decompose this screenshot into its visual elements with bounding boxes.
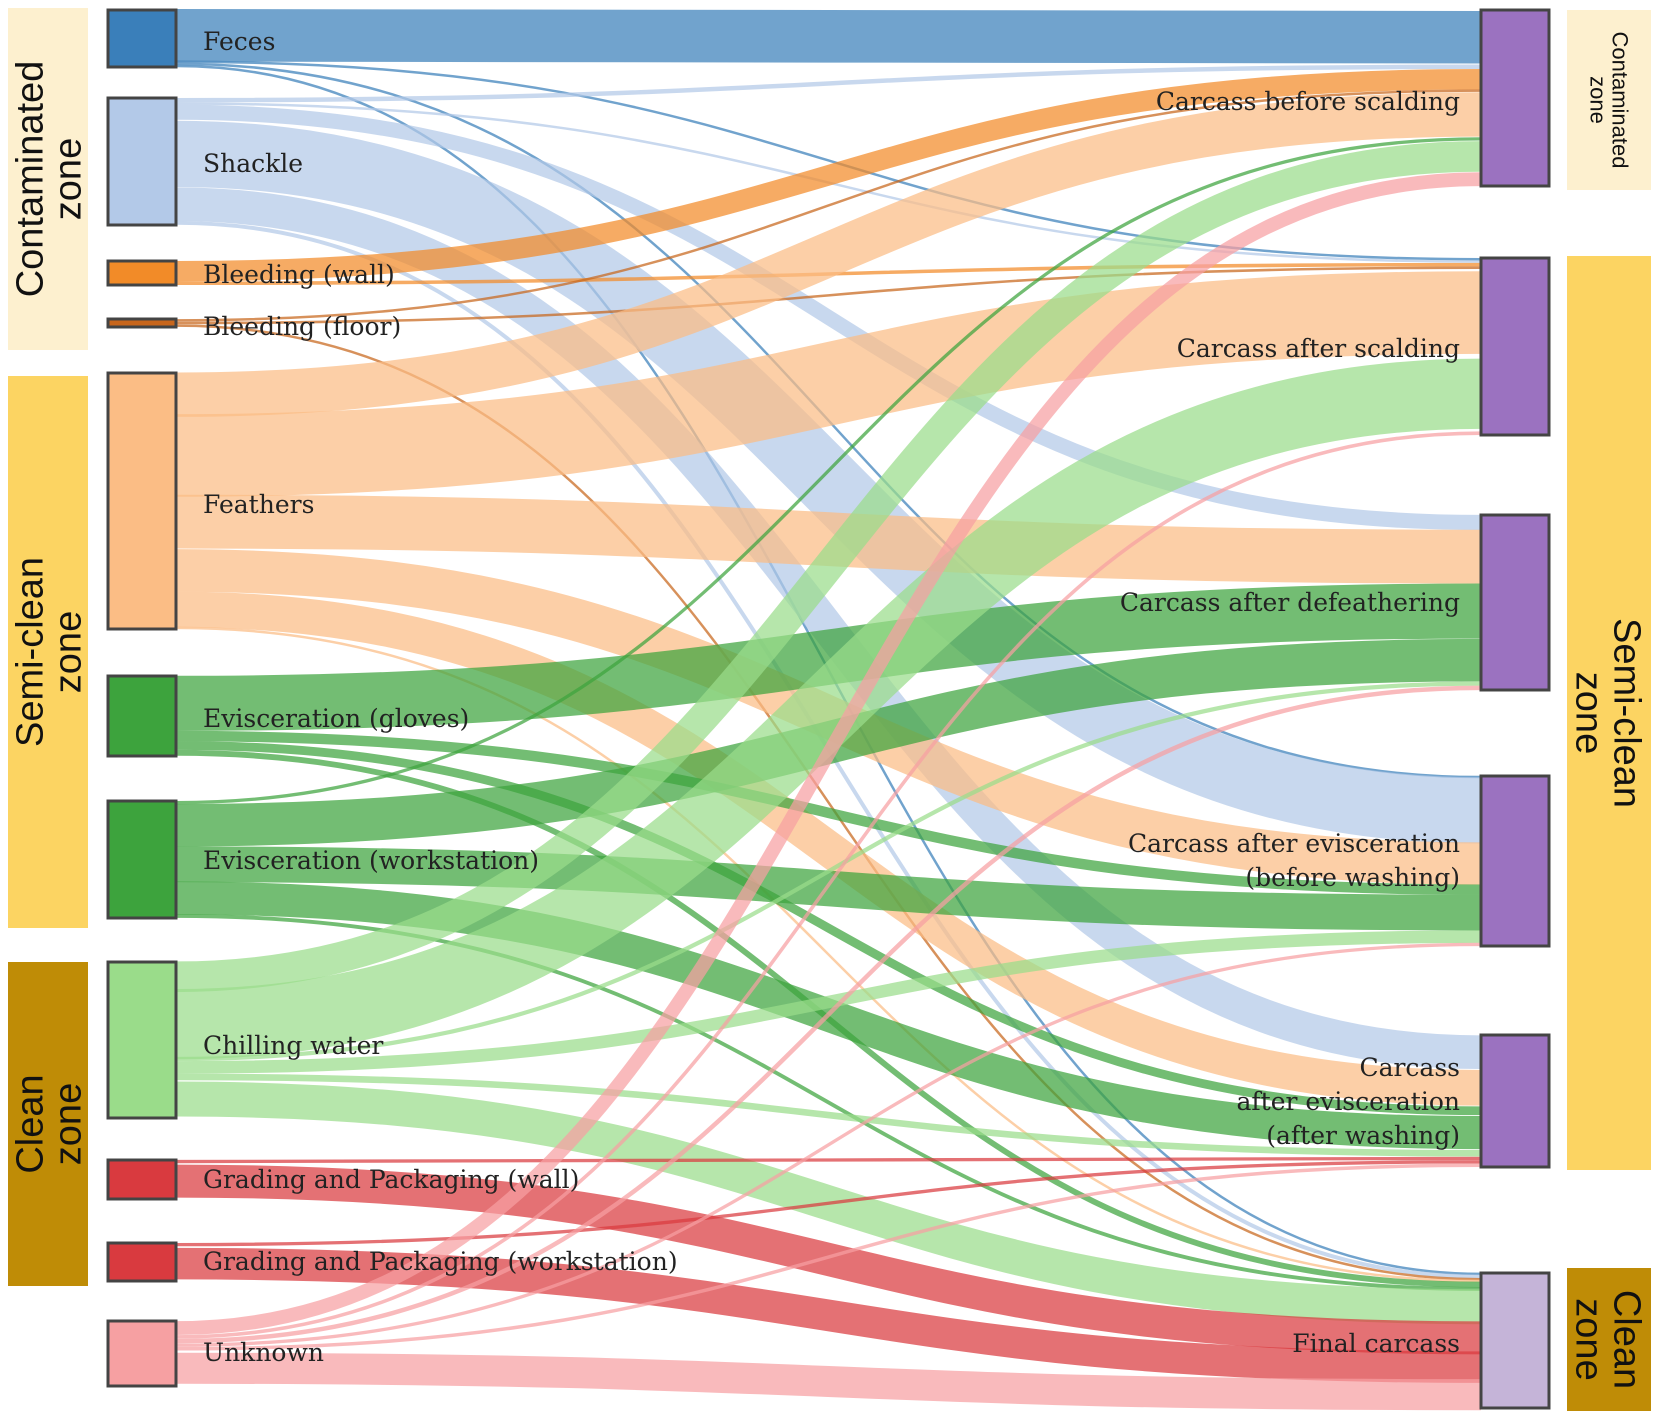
flow-evisc_gloves-to-after_defeathering [175,583,1482,731]
right-zone-label: Contaminatedzone [1585,32,1632,169]
source-label-evisc_workstation: Evisceration (workstation) [203,846,539,875]
target-label-after_defeathering: Carcass after defeathering [1120,588,1460,617]
source-node-unknown[interactable] [106,1319,178,1388]
flow-chilling-to-before_scalding [175,141,1482,993]
right-zone-band [1567,10,1651,190]
right-zone-label: Semi-cleanzone [1568,618,1648,808]
flow-unknown-to-after_defeathering [175,685,1482,1344]
nodes-layer [106,8,1551,1410]
zones-layer: ContaminatedzoneSemi-cleanzoneCleanzoneC… [8,8,1651,1411]
target-label-final: Final carcass [1292,1329,1460,1358]
source-label-shackle: Shackle [203,149,303,178]
source-node-bleeding_wall[interactable] [106,259,178,287]
flow-grading_wall-to-evisc_after_washing [175,1156,1482,1164]
left-zone-label: Contaminatedzone [9,61,89,298]
right-zone-band [1567,256,1651,1170]
left-zone-label: Semi-cleanzone [9,557,89,747]
left-zone-label: Cleanzone [9,1074,89,1173]
left-zone-0: Contaminatedzone [8,8,89,350]
left-zone-band [8,376,88,928]
flow-grading_wall-to-final [175,1164,1482,1355]
flow-feathers-to-after_scalding [175,271,1482,497]
flow-feathers-to-final [175,626,1482,1283]
flow-evisc_gloves-to-evisc_after_washing [175,741,1482,1116]
source-label-feces: Feces [203,27,275,56]
target-node-evisc_after_washing[interactable] [1479,1033,1551,1169]
flow-unknown-to-final [175,1352,1482,1411]
flow-evisc_gloves-to-evisc_before_washing [175,730,1482,895]
source-label-chilling: Chilling water [203,1031,383,1060]
right-zone-0: Contaminatedzone [1567,10,1651,190]
right-zone-2: Cleanzone [1567,1268,1651,1411]
target-node-evisc_before_washing[interactable] [1479,774,1551,948]
source-node-evisc_workstation[interactable] [106,799,178,920]
flow-bleeding_floor-to-before_scalding [175,89,1482,322]
flow-grading_workstation-to-final [175,1247,1482,1383]
flow-feathers-to-before_scalding [175,92,1482,417]
source-label-unknown: Unknown [203,1338,324,1367]
left-zone-band [8,8,88,350]
source-node-feathers[interactable] [106,371,178,631]
source-label-bleeding_floor: Bleeding (floor) [203,312,401,341]
target-label-after_scalding: Carcass after scalding [1177,334,1460,363]
flow-evisc_workstation-to-before_scalding [175,137,1482,805]
left-zone-band [8,962,88,1286]
flow-feces-to-before_scalding [175,9,1482,64]
flow-unknown-to-after_scalding [175,431,1482,1339]
target-label-evisc_before_washing: Carcass after evisceration [1128,829,1460,858]
flows-layer [175,9,1482,1411]
source-node-grading_workstation[interactable] [106,1241,178,1283]
source-node-grading_wall[interactable] [106,1158,178,1201]
flow-shackle-to-evisc_before_washing [175,120,1482,844]
source-label-grading_workstation: Grading and Packaging (workstation) [203,1247,678,1276]
flow-evisc_workstation-to-evisc_before_washing [175,846,1482,931]
flow-unknown-to-evisc_after_washing [175,1163,1482,1351]
flow-shackle-to-after_defeathering [175,104,1482,531]
target-node-after_scalding[interactable] [1479,256,1551,437]
flow-grading_workstation-to-evisc_after_washing [175,1160,1482,1247]
left-zone-2: Cleanzone [8,962,89,1286]
target-node-final[interactable] [1479,1271,1551,1410]
target-label-evisc_after_washing: after evisceration [1237,1087,1461,1116]
target-label-evisc_before_washing: (before washing) [1245,863,1460,892]
target-label-before_scalding: Carcass before scalding [1156,87,1460,116]
flow-shackle-to-before_scalding [175,64,1482,103]
source-node-chilling[interactable] [106,960,178,1120]
source-node-shackle[interactable] [106,96,178,227]
source-label-bleeding_wall: Bleeding (wall) [203,260,395,289]
flow-bleeding_floor-to-after_scalding [175,266,1482,325]
source-node-bleeding_floor[interactable] [106,317,178,329]
flow-bleeding_wall-to-before_scalding [175,69,1482,282]
target-node-before_scalding[interactable] [1479,8,1551,188]
right-zone-label: Cleanzone [1568,1290,1648,1389]
source-label-feathers: Feathers [203,490,314,519]
right-zone-1: Semi-cleanzone [1567,256,1651,1170]
target-label-evisc_after_washing: (after washing) [1266,1121,1460,1150]
flow-chilling-to-evisc_before_washing [175,930,1482,1074]
target-label-evisc_after_washing: Carcass [1359,1053,1460,1082]
flow-feathers-to-after_defeathering [175,494,1482,584]
target-node-after_defeathering[interactable] [1479,513,1551,692]
flow-chilling-to-evisc_after_washing [175,1073,1482,1157]
flow-unknown-to-before_scalding [175,172,1482,1336]
flow-feathers-to-evisc_after_washing [175,591,1482,1106]
source-node-feces[interactable] [106,8,178,69]
flow-unknown-to-evisc_before_washing [175,942,1482,1347]
source-label-grading_wall: Grading and Packaging (wall) [203,1165,579,1194]
flow-chilling-to-after_defeathering [175,681,1482,1062]
source-label-evisc_gloves: Evisceration (gloves) [203,704,469,733]
flow-chilling-to-after_scalding [175,358,1482,1060]
right-zone-band [1567,1268,1651,1411]
source-node-evisc_gloves[interactable] [106,674,178,758]
left-zone-1: Semi-cleanzone [8,376,89,928]
